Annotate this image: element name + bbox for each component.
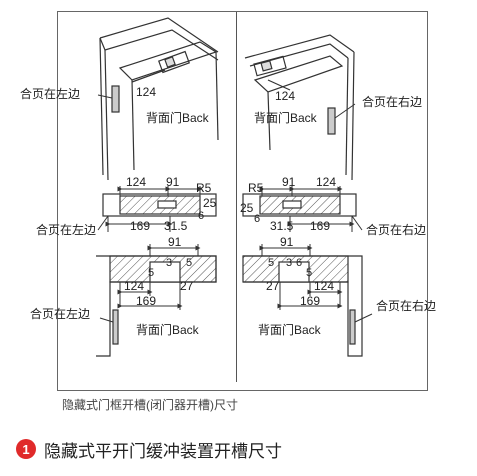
leader-124-top [131,69,166,83]
closer-body [158,50,190,74]
dim-124-low-left: 124 [124,279,144,293]
dim-124-top-right: 124 [275,89,295,103]
label-hinge-right-top: 合页在右边 [362,94,422,109]
middle-left-section [97,186,217,232]
dim-169-mid-left: 169 [130,219,150,233]
dim-r5-mid-left: R5 [196,181,212,195]
section-title: 隐藏式平开门缓冲装置开槽尺寸 [44,441,282,461]
dim-r5-mid-right: R5 [248,181,264,195]
dim-3-low-right: 3 [286,257,292,269]
door-edge [131,79,135,171]
frame-side-outer [104,49,109,181]
label-back-low-left: 背面门Back [136,322,200,337]
dim-3-low-left: 3 [166,257,172,269]
lower-right-section [242,244,373,357]
label-back-low-right: 背面门Back [258,322,322,337]
dim-31-5-mid-right: 31.5 [270,219,294,233]
door-top-r [253,55,344,93]
dim-91-low-right: 91 [280,235,294,249]
dim-31-5-mid-left: 31.5 [164,219,188,233]
dim-6-mid-left: 6 [198,210,204,222]
label-hinge-left-top: 合页在左边 [20,86,80,101]
lower-left-section [96,244,217,357]
top-right-3d-view [244,34,355,181]
dim-6-mid-right: 6 [254,213,260,225]
dim-169-low-left: 169 [136,294,156,308]
frame-side-outer-r [351,51,355,181]
frame-side-edge-r [345,57,349,176]
middle-right-section [242,186,363,232]
closer-knob [164,56,176,68]
dim-124-low-right: 124 [314,279,334,293]
dim-27-low-right: 27 [266,279,280,293]
label-hinge-right-low: 合页在右边 [376,298,436,313]
label-hinge-left-low: 合页在左边 [30,306,90,321]
label-hinge-right-mid: 合页在右边 [366,222,426,237]
dim-25-mid-right: 25 [240,201,254,215]
frame-top-inner [99,29,219,61]
section-heading: 1 隐藏式平开门缓冲装置开槽尺寸 [16,437,282,461]
dim-91-low-left: 91 [168,235,182,249]
dim-5b-low-right: 5 [306,267,312,279]
door-edge-r [267,91,271,151]
section-number-badge: 1 [16,439,36,459]
dim-169-low-right: 169 [300,294,320,308]
diagram-caption: 隐藏式门框开槽(闭门器开槽)尺寸 [62,398,238,412]
label-back-top-right: 背面门Back [254,110,318,125]
dim-5-low-right: 5 [268,257,274,269]
dim-124-mid-left: 124 [126,175,146,189]
top-left-3d-view [99,17,219,181]
leader-hinge-left-top [97,94,113,99]
dim-5b-low-left: 5 [186,257,192,269]
dim-27-low-left: 27 [180,279,194,293]
dim-5-low-left: 5 [148,267,154,279]
dim-169-mid-right: 169 [310,219,330,233]
dim-124-mid-right: 124 [316,175,336,189]
frame-top-inner-r [249,43,349,67]
frame-top-outer-r [244,34,355,59]
door-right-edge [215,51,219,141]
label-back-top-left: 背面门Back [146,110,210,125]
closer-knob-r [260,60,273,72]
frame-side-edge [99,37,104,176]
dim-91-mid-left: 91 [166,175,180,189]
frame-top-outer [99,17,219,53]
hinge-left-top [111,85,120,113]
panel-divider [236,12,237,382]
leader-124-top-r [267,79,291,91]
dim-25-mid-left: 25 [203,196,217,210]
dim-6-low-right: 6 [296,257,302,269]
dim-124-top-left: 124 [136,85,156,99]
closer-body-r [253,55,287,77]
dim-91-mid-right: 91 [282,175,296,189]
hinge-right-top [327,107,336,135]
label-hinge-left-mid: 合页在左边 [36,222,96,237]
leader-hinge-right-top [334,103,356,119]
